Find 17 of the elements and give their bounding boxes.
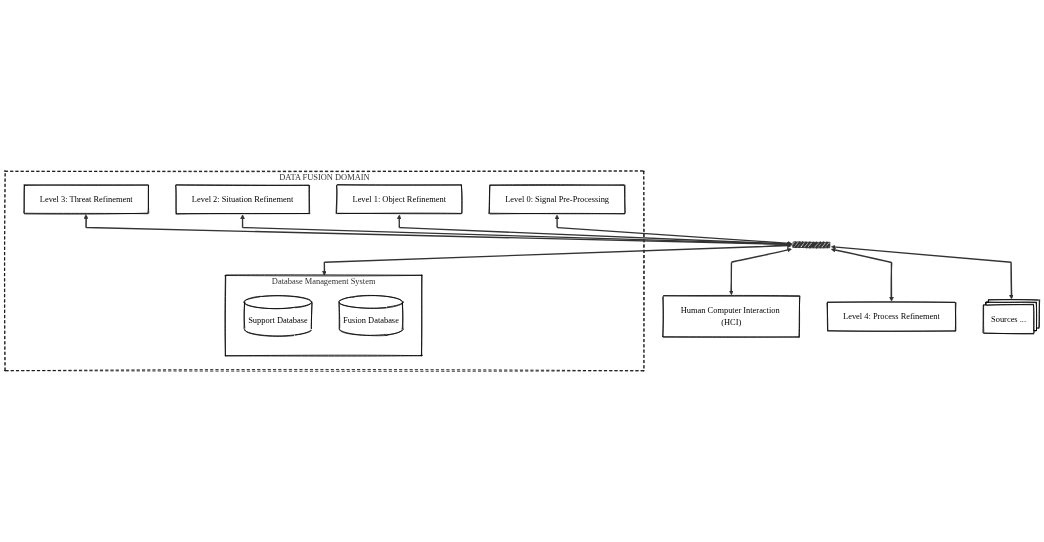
node-text: Fusion Database [343,316,399,326]
node-text: Sources ... [991,314,1027,324]
node-text: Level 3: Threat Refinement [39,194,133,204]
node-text: Level 4: Process Refinement [843,311,940,321]
arrow [830,247,894,302]
node-text: Human Computer Interaction (HCI) [680,305,780,327]
arrow [729,247,792,296]
arrow [554,214,792,246]
node-text: Level 0: Signal Pre-Processing [505,194,610,204]
node-text: Support Database [248,316,308,326]
arrow [830,244,1014,300]
arrow [322,243,792,276]
arrow [83,214,792,247]
arrow [396,214,792,247]
node-text: Level 1: Object Refinement [352,194,447,204]
node-text: Level 2: Situation Refinement [191,194,294,204]
arrow [240,214,792,247]
